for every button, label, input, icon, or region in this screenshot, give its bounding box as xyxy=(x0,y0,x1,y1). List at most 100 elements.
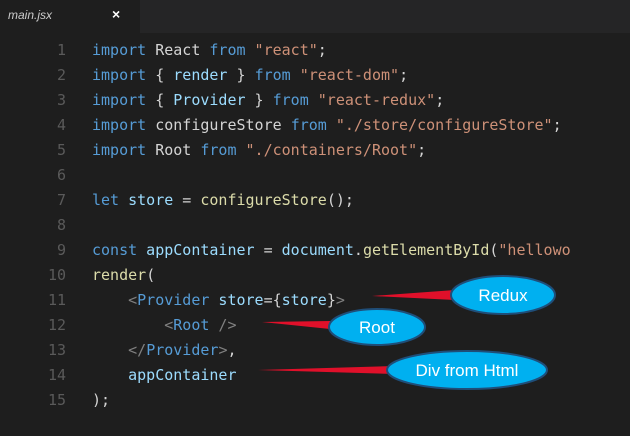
redux-bubble xyxy=(450,275,556,315)
code-line[interactable]: appContainer xyxy=(92,363,236,388)
div-from-html-label: Div from Html xyxy=(416,361,519,380)
code-token: React xyxy=(146,41,210,59)
code-token: < xyxy=(128,291,138,309)
line-number: 1 xyxy=(56,41,66,59)
code-token: ; xyxy=(317,41,327,59)
code-token: > xyxy=(218,341,228,359)
code-line[interactable]: </Provider>, xyxy=(92,338,237,363)
code-token: "react" xyxy=(245,41,318,59)
div-from-html-bubble xyxy=(386,350,548,390)
code-token: import xyxy=(92,41,147,59)
code-token: store xyxy=(209,291,264,309)
code-token: } xyxy=(227,66,255,84)
line-number: 4 xyxy=(56,116,66,134)
code-token: { xyxy=(146,91,174,109)
code-token: </ xyxy=(128,341,147,359)
tab-title: main.jsx xyxy=(8,8,53,22)
code-token: from xyxy=(254,66,291,84)
code-token: Root xyxy=(173,316,210,334)
code-token: ; xyxy=(399,66,409,84)
code-token: "./store/configureStore" xyxy=(326,116,553,134)
line-number: 3 xyxy=(56,91,66,109)
code-token: } xyxy=(245,91,273,109)
code-token: from xyxy=(209,41,246,59)
code-token: const xyxy=(92,241,138,259)
code-token: import xyxy=(92,66,147,84)
code-line[interactable]: render( xyxy=(92,263,155,288)
root-arrow xyxy=(262,321,330,329)
code-line[interactable]: import { render } from "react-dom"; xyxy=(92,63,408,88)
code-token: from xyxy=(200,141,237,159)
code-token: import xyxy=(92,141,147,159)
code-line[interactable]: import configureStore from "./store/conf… xyxy=(92,113,562,138)
code-token: "hellowo xyxy=(498,241,571,259)
code-token: "react-redux" xyxy=(308,91,436,109)
code-token: import xyxy=(92,116,147,134)
redux-label: Redux xyxy=(478,286,528,305)
code-token: { xyxy=(146,66,174,84)
code-token: ( xyxy=(489,241,499,259)
code-token: configureStore xyxy=(200,191,327,209)
line-number: 9 xyxy=(56,241,66,259)
code-token: render xyxy=(173,66,228,84)
code-token: Provider xyxy=(137,291,210,309)
code-token: . xyxy=(353,241,363,259)
code-token: ( xyxy=(146,266,156,284)
code-token: store xyxy=(281,291,327,309)
code-token: ; xyxy=(417,141,427,159)
code-token: Provider xyxy=(173,91,246,109)
code-line[interactable]: import React from "react"; xyxy=(92,38,327,63)
code-token: < xyxy=(164,316,174,334)
code-line[interactable]: <Root /> xyxy=(92,313,237,338)
code-token: } xyxy=(326,291,336,309)
line-number: 15 xyxy=(47,391,66,409)
code-token: from xyxy=(272,91,309,109)
redux-callout: Redux xyxy=(372,275,556,315)
line-number: 10 xyxy=(47,266,66,284)
line-number: 6 xyxy=(56,166,66,184)
line-number: 13 xyxy=(47,341,66,359)
code-token: ={ xyxy=(263,291,282,309)
code-token: render xyxy=(92,266,147,284)
code-line[interactable]: <Provider store={store}> xyxy=(92,288,345,313)
line-number: 14 xyxy=(47,366,66,384)
code-area[interactable]: import React from "react";import { rende… xyxy=(92,33,630,436)
code-token: "./containers/Root" xyxy=(236,141,418,159)
code-token: let xyxy=(92,191,120,209)
code-token: getElementById xyxy=(362,241,490,259)
code-line[interactable]: import Root from "./containers/Root"; xyxy=(92,138,426,163)
code-line[interactable]: import { Provider } from "react-redux"; xyxy=(92,88,444,113)
code-token: = xyxy=(254,241,282,259)
tab-bar: main.jsx × xyxy=(0,0,630,33)
line-number: 11 xyxy=(47,291,66,309)
code-token: import xyxy=(92,91,147,109)
code-line[interactable]: let store = configureStore(); xyxy=(92,188,354,213)
code-token: ; xyxy=(552,116,562,134)
code-token: document xyxy=(281,241,354,259)
code-token: ; xyxy=(435,91,445,109)
code-token: configureStore xyxy=(146,116,291,134)
code-token: (); xyxy=(326,191,354,209)
code-token: store xyxy=(119,191,174,209)
code-line[interactable]: ); xyxy=(92,388,110,413)
code-token: Root xyxy=(146,141,201,159)
redux-arrow xyxy=(372,290,455,300)
line-number: 7 xyxy=(56,191,66,209)
line-number: 5 xyxy=(56,141,66,159)
code-token: = xyxy=(173,191,201,209)
code-token: , xyxy=(227,341,237,359)
code-token: from xyxy=(290,116,327,134)
code-line[interactable]: const appContainer = document.getElement… xyxy=(92,238,571,263)
div-from-html-arrow xyxy=(258,366,395,374)
code-token: /> xyxy=(209,316,237,334)
root-callout: Root xyxy=(262,308,426,346)
root-bubble xyxy=(328,308,426,346)
close-icon[interactable]: × xyxy=(112,6,121,22)
code-token: Provider xyxy=(146,341,219,359)
root-label: Root xyxy=(359,318,395,337)
tab-main-jsx[interactable]: main.jsx × xyxy=(0,0,140,33)
code-token: ); xyxy=(92,391,111,409)
